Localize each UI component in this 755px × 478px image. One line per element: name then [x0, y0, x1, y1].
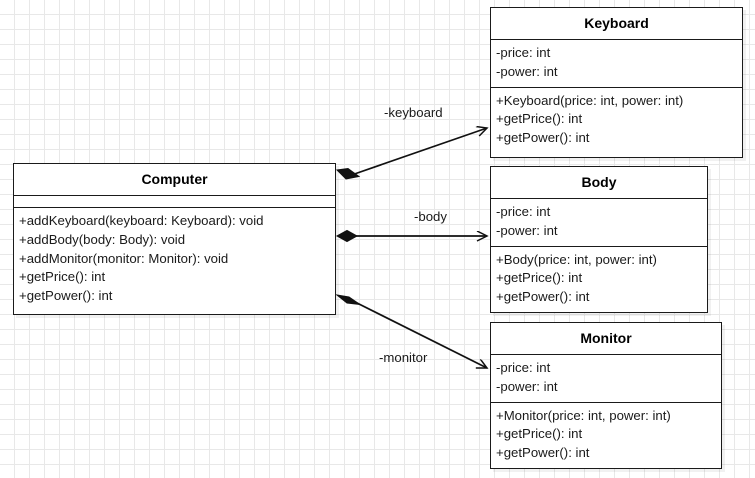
operation-row: +getPrice(): int	[496, 270, 583, 286]
class-title-computer: Computer	[14, 164, 335, 197]
attribute-row: -price: int	[496, 45, 551, 61]
operation-row: +Keyboard(price: int, power: int)	[496, 92, 684, 108]
uml-class-monitor[interactable]: Monitor -price: int -power: int +Monitor…	[490, 322, 722, 469]
class-title-monitor: Monitor	[491, 323, 721, 356]
composition-diamond-keyboard	[335, 167, 361, 180]
composition-diamond-body	[335, 229, 359, 243]
class-operations-keyboard: +Keyboard(price: int, power: int) +getPr…	[491, 88, 742, 153]
uml-class-keyboard[interactable]: Keyboard -price: int -power: int +Keyboa…	[490, 7, 743, 158]
operation-row: +addKeyboard(keyboard: Keyboard): void	[19, 213, 264, 229]
operation-row: +getPrice(): int	[19, 269, 106, 285]
edge-label-monitor: -monitor	[379, 350, 428, 365]
uml-class-body[interactable]: Body -price: int -power: int +Body(price…	[490, 166, 708, 313]
edge-label-keyboard: -keyboard	[384, 105, 443, 120]
edge-computer-body[interactable]	[335, 229, 487, 243]
class-operations-computer: +addKeyboard(keyboard: Keyboard): void +…	[14, 208, 335, 311]
class-attributes-keyboard: -price: int -power: int	[491, 40, 742, 88]
uml-class-computer[interactable]: Computer +addKeyboard(keyboard: Keyboard…	[13, 163, 336, 315]
edge-label-body: -body	[414, 209, 447, 224]
edge-computer-keyboard[interactable]	[335, 128, 487, 180]
class-attributes-computer	[14, 196, 335, 209]
operation-row: +getPower(): int	[496, 445, 590, 461]
class-attributes-body: -price: int -power: int	[491, 199, 707, 247]
operation-row: +getPower(): int	[496, 130, 590, 146]
attribute-row: -price: int	[496, 204, 551, 220]
operation-row: +Monitor(price: int, power: int)	[496, 407, 671, 423]
operation-row: +getPower(): int	[496, 289, 590, 305]
attribute-row: -power: int	[496, 378, 558, 394]
attribute-row: -power: int	[496, 222, 558, 238]
operation-row: +addMonitor(monitor: Monitor): void	[19, 250, 229, 266]
class-operations-body: +Body(price: int, power: int) +getPrice(…	[491, 247, 707, 312]
class-title-body: Body	[491, 167, 707, 200]
operation-row: +getPrice(): int	[496, 426, 583, 442]
operation-row: +Body(price: int, power: int)	[496, 251, 657, 267]
class-attributes-monitor: -price: int -power: int	[491, 355, 721, 403]
class-operations-monitor: +Monitor(price: int, power: int) +getPri…	[491, 403, 721, 468]
composition-diamond-monitor	[335, 294, 361, 305]
operation-row: +addBody(body: Body): void	[19, 231, 186, 247]
attribute-row: -price: int	[496, 360, 551, 376]
operation-row: +getPrice(): int	[496, 111, 583, 127]
class-title-keyboard: Keyboard	[491, 8, 742, 41]
operation-row: +getPower(): int	[19, 288, 113, 304]
attribute-row: -power: int	[496, 63, 558, 79]
